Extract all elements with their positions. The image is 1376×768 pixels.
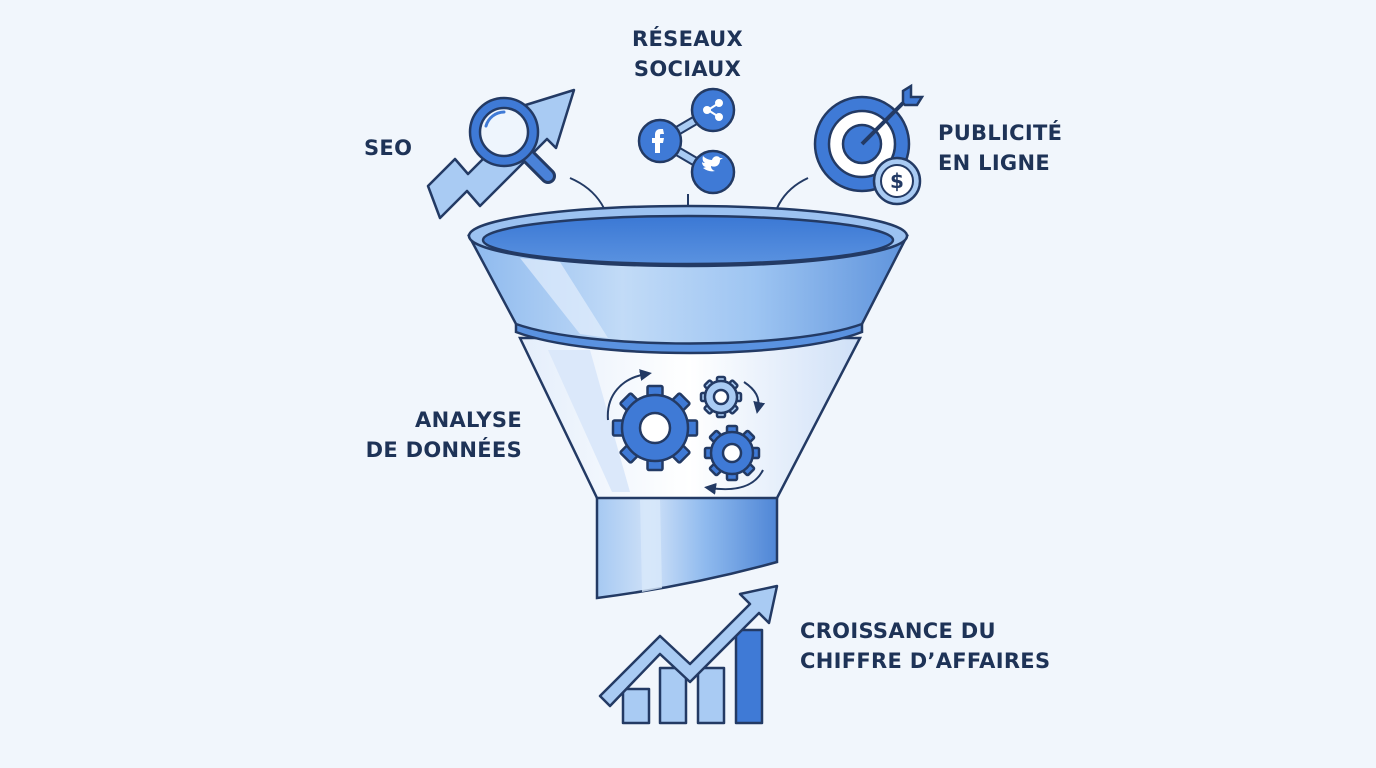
svg-text:$: $ xyxy=(890,169,904,193)
outcome-label-line: CROISSANCE DU xyxy=(800,619,996,643)
funnel-icon xyxy=(466,204,910,600)
process-label-line: ANALYSE xyxy=(415,408,522,432)
outcome-label-growth: CROISSANCE DU CHIFFRE D’AFFAIRES xyxy=(800,616,1050,676)
source-label-ads: PUBLICITÉ EN LIGNE xyxy=(938,118,1062,178)
gears-icon xyxy=(606,369,766,495)
social-network-icon xyxy=(637,87,736,195)
process-label-line: DE DONNÉES xyxy=(365,438,522,462)
seo-magnifier-growth-icon xyxy=(426,88,576,220)
source-label-line: SEO xyxy=(364,136,413,160)
source-label-line: EN LIGNE xyxy=(938,151,1050,175)
growth-bar-chart-icon xyxy=(598,584,779,725)
source-label-line: RÉSEAUX xyxy=(632,27,743,51)
source-label-line: SOCIAUX xyxy=(633,57,742,81)
outcome-label-line: CHIFFRE D’AFFAIRES xyxy=(800,649,1051,673)
target-dollar-icon: $ xyxy=(813,83,925,206)
source-label-social: RÉSEAUX SOCIAUX xyxy=(600,24,775,84)
process-label-analysis: ANALYSE DE DONNÉES xyxy=(330,405,522,465)
source-label-line: PUBLICITÉ xyxy=(938,121,1063,145)
source-label-seo: SEO xyxy=(364,133,412,163)
